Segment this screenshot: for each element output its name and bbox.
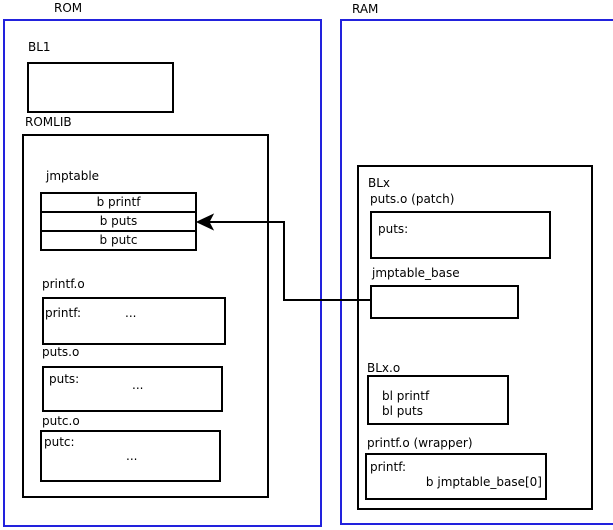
puts-ellipsis: ... <box>132 378 144 392</box>
printf-wrapper-label: printf.o (wrapper) <box>367 436 473 450</box>
jmptable-label: jmptable <box>46 169 100 183</box>
bl1-box <box>27 62 174 113</box>
puts-o-label: puts.o <box>42 345 80 359</box>
rom-region-box: BL1 ROMLIB jmptable b printf b puts b pu… <box>3 19 322 527</box>
putc-ellipsis: ... <box>126 449 138 463</box>
rom-region-title: ROM <box>54 1 83 15</box>
printf-wrapper-symbol: printf: <box>370 460 407 474</box>
romlib-label: ROMLIB <box>25 115 72 129</box>
puts-symbol: puts: <box>49 372 80 386</box>
puts-o-box: puts: ... <box>42 366 223 412</box>
printf-o-box: printf: ... <box>42 297 226 345</box>
jmptable-entry-puts: b puts <box>40 211 197 232</box>
jmptable-base-box <box>370 285 519 319</box>
putc-o-box: putc: ... <box>40 430 221 482</box>
printf-wrapper-box: printf: b jmptable_base[0] <box>365 453 547 500</box>
jmptable-base-label: jmptable_base <box>372 266 460 280</box>
jmptable-entry-printf: b printf <box>40 192 197 213</box>
printf-wrapper-body: b jmptable_base[0] <box>425 475 542 489</box>
putc-symbol: putc: <box>44 435 75 449</box>
puts-patch-label: puts.o (patch) <box>370 192 455 206</box>
ram-region-box: BLx puts.o (patch) puts: jmptable_base B… <box>340 19 613 525</box>
romlib-box: jmptable b printf b puts b putc printf.o… <box>22 134 269 498</box>
blx-o-line-printf: bl printf <box>382 389 430 403</box>
jmptable-entry-putc: b putc <box>40 230 197 251</box>
putc-o-label: putc.o <box>42 414 80 428</box>
blx-label: BLx <box>368 176 391 190</box>
printf-o-label: printf.o <box>42 277 85 291</box>
ram-region-title: RAM <box>352 2 379 16</box>
printf-ellipsis: ... <box>125 306 137 320</box>
blx-o-box: bl printf bl puts <box>367 375 509 425</box>
puts-patch-symbol: puts: <box>378 222 409 236</box>
blx-o-line-puts: bl puts <box>382 404 423 418</box>
jmptable-box: b printf b puts b putc <box>40 192 197 251</box>
bl1-label: BL1 <box>28 40 51 54</box>
blx-box: BLx puts.o (patch) puts: jmptable_base B… <box>357 165 593 510</box>
blx-o-label: BLx.o <box>367 361 401 375</box>
printf-symbol: printf: <box>45 306 82 320</box>
puts-patch-box: puts: <box>370 211 551 259</box>
